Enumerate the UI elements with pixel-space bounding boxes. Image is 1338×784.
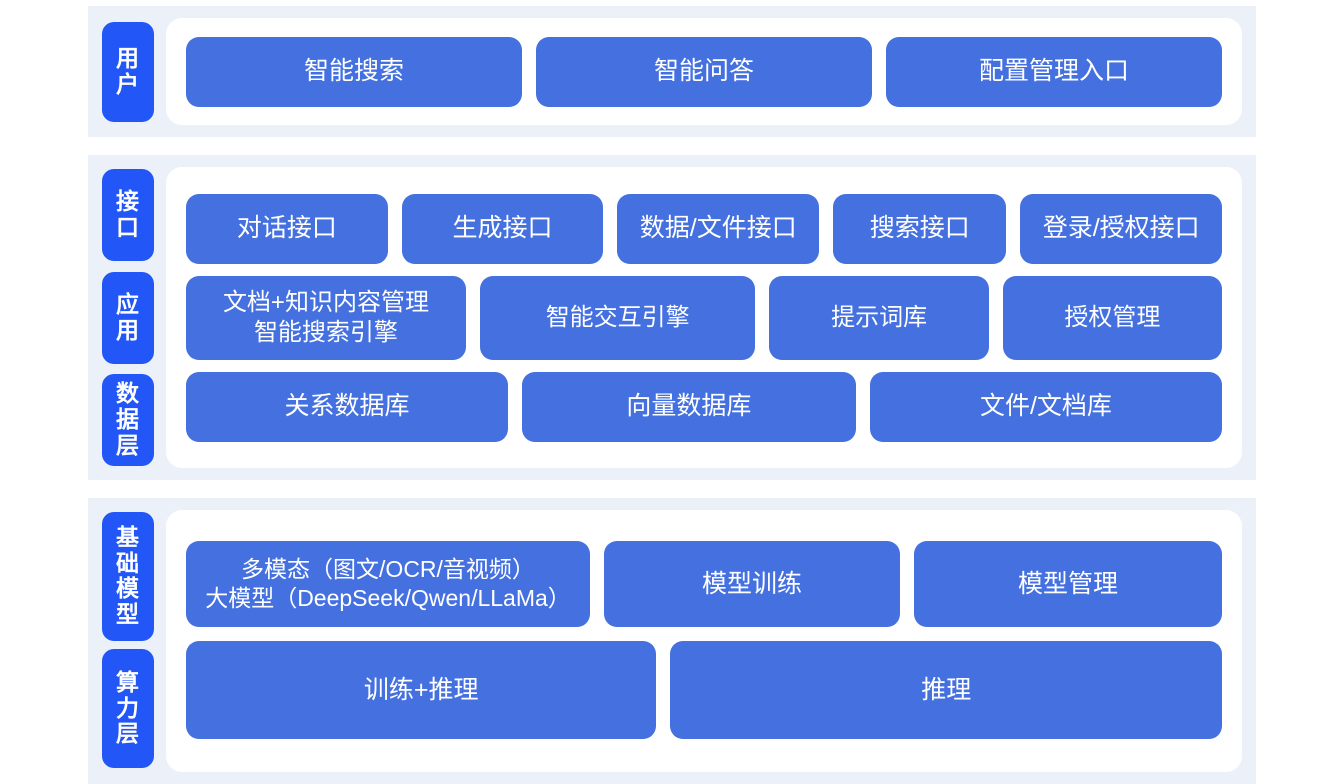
tier-label-user: 用户 xyxy=(102,21,154,122)
box-dialog-api[interactable]: 对话接口 xyxy=(186,193,388,264)
row-compute: 训练+推理 推理 xyxy=(186,641,1222,739)
box-inference[interactable]: 推理 xyxy=(670,641,1222,739)
tier-label-compute: 算力层 xyxy=(102,648,154,768)
tier-bottom-labels: 基础模型 算力层 xyxy=(88,498,154,784)
row-base-model: 多模态（图文/OCR/音视频） 大模型（DeepSeek/Qwen/LLaMa）… xyxy=(186,541,1222,627)
tier-middle-labels: 接口 应用 数据层 xyxy=(88,155,154,480)
box-smart-interaction-engine[interactable]: 智能交互引擎 xyxy=(479,275,756,360)
box-authorization-management[interactable]: 授权管理 xyxy=(1002,275,1223,360)
box-search-api[interactable]: 搜索接口 xyxy=(833,193,1007,264)
box-document-knowledge-management[interactable]: 文档+知识内容管理 智能搜索引擎 xyxy=(186,275,466,360)
tier-label-interface: 接口 xyxy=(102,169,154,261)
tier-user-card: 智能搜索 智能问答 配置管理入口 xyxy=(166,18,1242,125)
box-data-file-api[interactable]: 数据/文件接口 xyxy=(617,193,820,264)
box-file-document-store[interactable]: 文件/文档库 xyxy=(869,371,1222,442)
row-user-entries: 智能搜索 智能问答 配置管理入口 xyxy=(186,36,1222,107)
box-config-management-entry[interactable]: 配置管理入口 xyxy=(886,36,1222,107)
box-prompt-library[interactable]: 提示词库 xyxy=(769,275,989,360)
box-generation-api[interactable]: 生成接口 xyxy=(401,193,604,264)
box-relational-database[interactable]: 关系数据库 xyxy=(186,371,508,442)
tier-bottom-card: 多模态（图文/OCR/音视频） 大模型（DeepSeek/Qwen/LLaMa）… xyxy=(166,510,1242,772)
box-login-auth-api[interactable]: 登录/授权接口 xyxy=(1020,193,1223,264)
box-training-inference[interactable]: 训练+推理 xyxy=(186,641,657,739)
box-model-management[interactable]: 模型管理 xyxy=(914,541,1222,627)
tier-user-labels: 用户 xyxy=(88,6,154,137)
box-smart-search[interactable]: 智能搜索 xyxy=(186,36,522,107)
row-data: 关系数据库 向量数据库 文件/文档库 xyxy=(186,371,1222,442)
box-model-training[interactable]: 模型训练 xyxy=(604,541,900,627)
row-application: 文档+知识内容管理 智能搜索引擎 智能交互引擎 提示词库 授权管理 xyxy=(186,275,1223,360)
tier-label-base-model: 基础模型 xyxy=(102,512,154,641)
tier-middle: 接口 应用 数据层 对话接口 生成接口 数据/文件接口 搜索接口 登录/授权接口… xyxy=(88,155,1256,480)
tier-label-application: 应用 xyxy=(102,271,154,364)
box-smart-qa[interactable]: 智能问答 xyxy=(536,36,872,107)
box-multimodal-large-model[interactable]: 多模态（图文/OCR/音视频） 大模型（DeepSeek/Qwen/LLaMa） xyxy=(186,541,590,627)
tier-middle-card: 对话接口 生成接口 数据/文件接口 搜索接口 登录/授权接口 文档+知识内容管理… xyxy=(166,167,1242,468)
tier-user: 用户 智能搜索 智能问答 配置管理入口 xyxy=(88,6,1256,137)
tier-label-data: 数据层 xyxy=(102,374,154,466)
box-vector-database[interactable]: 向量数据库 xyxy=(521,371,856,442)
tier-bottom: 基础模型 算力层 多模态（图文/OCR/音视频） 大模型（DeepSeek/Qw… xyxy=(88,498,1256,784)
row-interface: 对话接口 生成接口 数据/文件接口 搜索接口 登录/授权接口 xyxy=(186,193,1223,264)
